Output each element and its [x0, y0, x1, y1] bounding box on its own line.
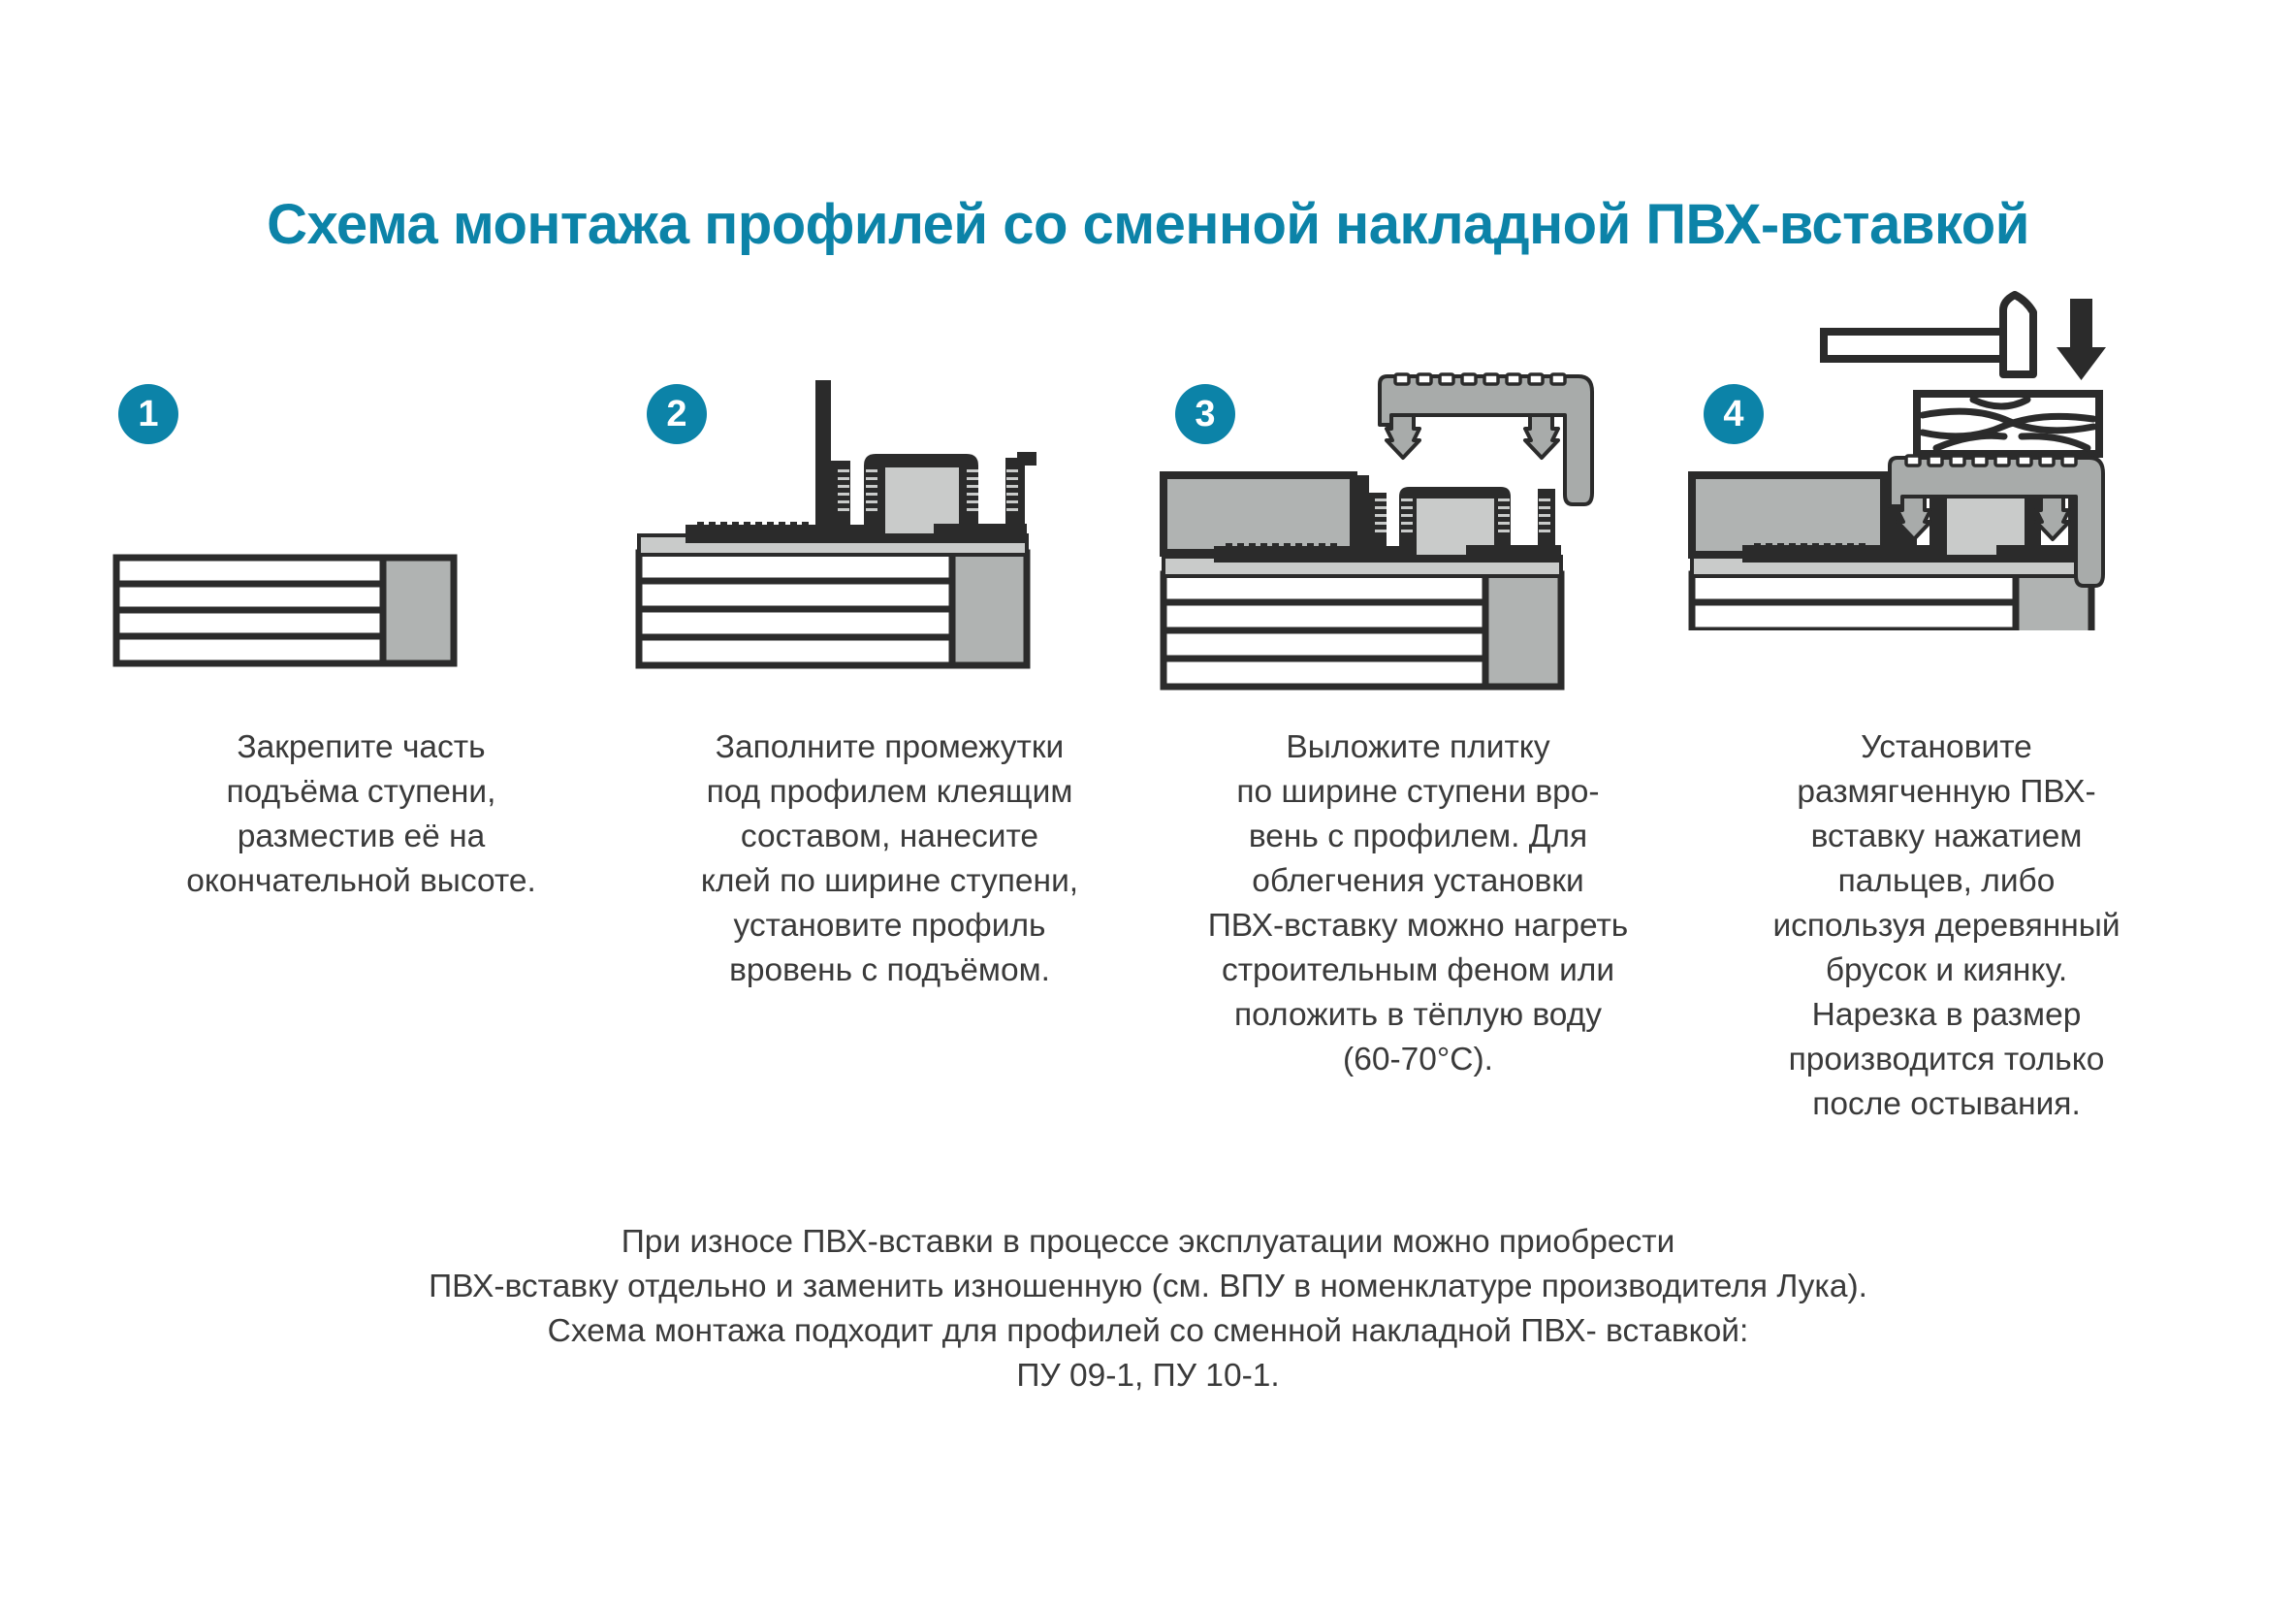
- tile-block: [1160, 471, 1357, 557]
- page-title: Схема монтажа профилей со сменной наклад…: [267, 193, 2029, 256]
- step-3-caption: Выложите плитку по ширине ступени вро- в…: [1207, 729, 1629, 1077]
- step-4: 4: [1682, 291, 2211, 1183]
- gray-riser-column: [379, 554, 458, 667]
- gray-riser-column: [1482, 570, 1565, 691]
- mallet-icon: [1820, 291, 2037, 378]
- footer-note: При износе ПВХ-вставки в процессе эксплу…: [429, 1224, 1867, 1394]
- step-2: 2: [625, 369, 1154, 1183]
- step-1: 1 Закрепите часть подъёма ступени, разме…: [97, 369, 625, 1183]
- step-1-figure: [97, 369, 625, 708]
- step-4-figure: [1682, 291, 2211, 708]
- step-number-badge-1: 1: [118, 384, 178, 444]
- stair-block-layers: [112, 554, 387, 667]
- aluminium-profile-cross-section: [686, 380, 1036, 543]
- stair-block-layers: [1160, 570, 1489, 691]
- step-3: 3: [1154, 369, 1682, 1183]
- gray-riser-column: [948, 549, 1031, 669]
- step-1-caption: Закрепите часть подъёма ступени, размест…: [186, 729, 536, 899]
- step-number-badge-3: 3: [1175, 384, 1235, 444]
- step-2-caption: Заполните промежутки под профилем клеящи…: [700, 729, 1079, 988]
- pvc-insert-installed: [1888, 454, 2105, 588]
- aluminium-profile-cross-section: [1214, 475, 1561, 563]
- stair-block-layers: [635, 549, 956, 669]
- stair-block-layers: [1688, 570, 2020, 630]
- step-2-figure: [625, 369, 1154, 708]
- step-4-caption: Установите размягченную ПВХ- вставку наж…: [1772, 729, 2121, 1122]
- down-arrow-icon: [2057, 299, 2106, 380]
- step-number-badge-4: 4: [1704, 384, 1764, 444]
- step-3-figure: [1154, 369, 1682, 708]
- tile-block: [1688, 471, 1888, 559]
- pvc-insert-floating: [1378, 372, 1594, 506]
- step-number-badge-2: 2: [647, 384, 707, 444]
- wooden-block: [1913, 390, 2103, 458]
- steps-row: 1 Закрепите часть подъёма ступени, разме…: [97, 291, 2211, 1183]
